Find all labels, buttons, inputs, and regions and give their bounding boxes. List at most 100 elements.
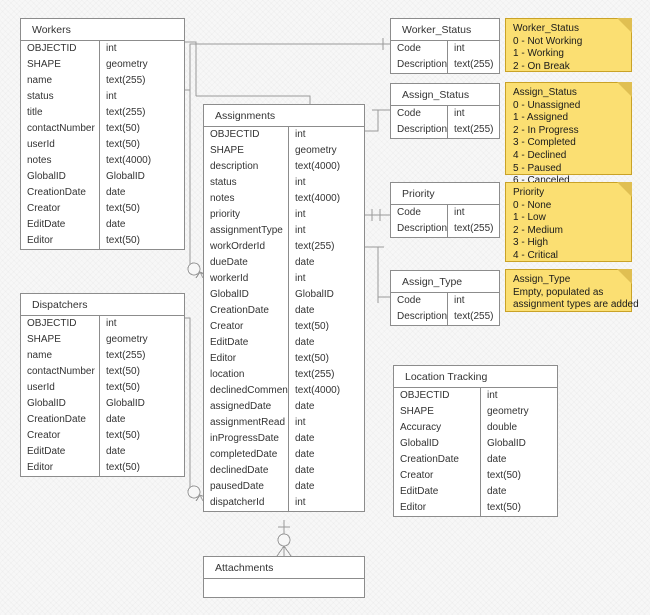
field-type: int xyxy=(447,41,499,57)
field-name: Code xyxy=(397,108,421,119)
field-type: date xyxy=(288,463,364,479)
field-type: date xyxy=(288,431,364,447)
field-name: Code xyxy=(397,295,421,306)
field-type: text(255) xyxy=(288,239,364,255)
field-type: text(50) xyxy=(99,201,184,217)
field-type: text(4000) xyxy=(99,153,184,169)
field-name: SHAPE xyxy=(400,406,434,417)
field-type: GlobalID xyxy=(99,169,184,185)
field-name: assignedDate xyxy=(210,401,272,412)
entity-title: Assign_Status xyxy=(391,84,499,106)
field-type: int xyxy=(288,415,364,431)
note-line: 3 - Completed xyxy=(513,137,576,149)
field-name: assignmentType xyxy=(210,225,283,236)
field-type: text(255) xyxy=(447,57,499,73)
field-type: int xyxy=(99,89,184,105)
field-type: date xyxy=(288,447,364,463)
field-row: Creator text(50) xyxy=(204,319,364,335)
entity-title: Priority xyxy=(391,183,499,205)
field-type: int xyxy=(288,223,364,239)
field-name: CreationDate xyxy=(27,187,86,198)
field-type: text(4000) xyxy=(288,191,364,207)
field-type: text(4000) xyxy=(288,159,364,175)
field-name: Editor xyxy=(27,235,54,246)
field-name: CreationDate xyxy=(400,454,459,465)
field-type: text(255) xyxy=(99,105,184,121)
field-type: geometry xyxy=(99,332,184,348)
entity-title: Workers xyxy=(21,19,184,41)
note-title: Assign_Type xyxy=(513,274,571,285)
field-type: text(50) xyxy=(99,364,184,380)
field-type: int xyxy=(288,207,364,223)
field-type: date xyxy=(288,255,364,271)
field-name: declinedDate xyxy=(210,465,269,476)
field-type: text(50) xyxy=(99,380,184,396)
note-line: 0 - None xyxy=(513,199,552,211)
note-line: 5 - Paused xyxy=(513,162,562,174)
field-name: Description xyxy=(397,223,447,234)
field-type: text(50) xyxy=(99,233,184,249)
field-name: inProgressDate xyxy=(210,433,279,444)
entity-title: Assign_Type xyxy=(391,271,499,293)
field-name: Creator xyxy=(210,321,244,332)
field-type: date xyxy=(480,452,557,468)
field-name: contactNumber xyxy=(27,123,95,134)
field-row: CreationDate date xyxy=(394,452,557,468)
field-type: text(50) xyxy=(99,137,184,153)
field-type: int xyxy=(99,41,184,57)
field-type: text(255) xyxy=(447,309,499,325)
entity-attachments[interactable]: Attachments xyxy=(203,556,365,598)
field-type: text(50) xyxy=(288,319,364,335)
field-type: GlobalID xyxy=(480,436,557,452)
field-type: text(50) xyxy=(99,460,184,476)
field-type: int xyxy=(99,316,184,332)
field-name: Editor xyxy=(210,353,237,364)
entity-title: Worker_Status xyxy=(391,19,499,41)
field-name: Editor xyxy=(400,502,427,513)
field-name: EditDate xyxy=(27,219,66,230)
note-title: Assign_Status xyxy=(513,87,577,98)
field-name: Creator xyxy=(400,470,434,481)
field-type: int xyxy=(447,205,499,221)
field-type: date xyxy=(288,303,364,319)
field-row: Editor text(50) xyxy=(21,233,184,249)
field-name: status xyxy=(27,91,54,102)
note-line: 6 - Canceled xyxy=(513,175,570,187)
field-name: EditDate xyxy=(27,446,66,457)
